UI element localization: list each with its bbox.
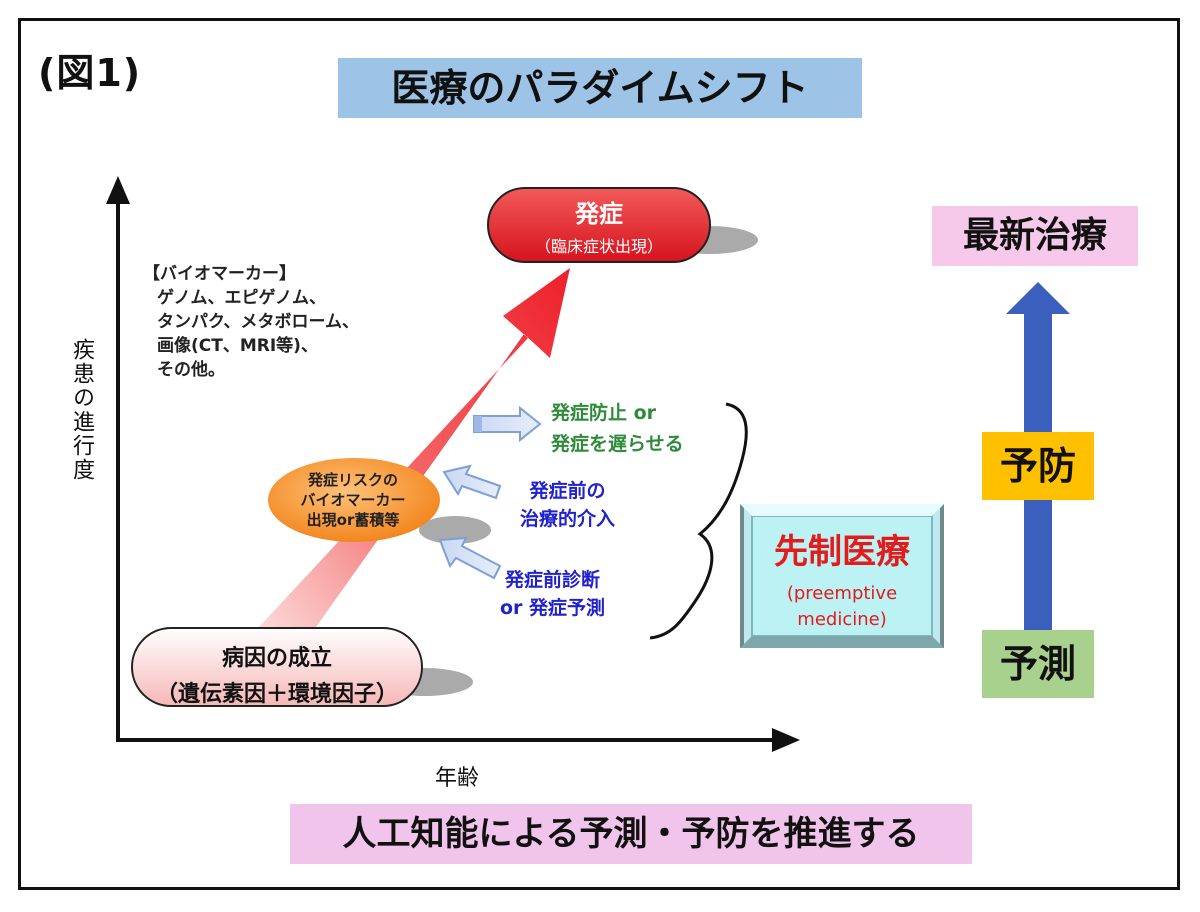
cause-sublabel: （遺伝素因＋環境因子） [155, 682, 398, 707]
risk-ellipse [268, 458, 440, 542]
cause-pill [131, 627, 423, 707]
presymptomatic-treatment-text: 発症前の 治療的介入 [520, 477, 615, 533]
biomarker-item: その他。 [157, 360, 225, 380]
risk-shadow [419, 516, 491, 544]
progression-arrow [258, 268, 570, 658]
x-axis-label: 年齢 [435, 766, 480, 791]
figure-frame [18, 18, 1180, 890]
biomarker-item: ゲノム、エピゲノム、 [157, 288, 326, 308]
biomarker-item: タンパク、メタボローム、 [157, 312, 359, 332]
onset-node: 発症 （臨床症状出現） [488, 188, 710, 262]
arrow-to-prevent [473, 405, 542, 443]
prediction-label: 予測 [982, 630, 1094, 698]
diagnosis-line: 発症前診断 [505, 569, 601, 591]
diagnosis-line: or 発症予測 [500, 597, 606, 619]
onset-sublabel: （臨床症状出現） [534, 237, 663, 256]
preemptive-english: (preemptive medicine) [740, 581, 944, 633]
treatment-line: 発症前の [529, 480, 606, 502]
presymptomatic-diagnosis-text: 発症前診断 or 発症予測 [500, 566, 605, 622]
biomarker-title: 【バイオマーカー】 [143, 264, 296, 284]
latest-treatment-label: 最新治療 [932, 206, 1138, 266]
preemptive-en-line: (preemptive [786, 583, 898, 604]
prevent-onset-text: 発症防止 or 発症を遅らせる [551, 398, 684, 460]
prevent-line: 発症を遅らせる [551, 433, 684, 455]
risk-line: 発症リスクの [307, 471, 398, 489]
cause-label: 病因の成立 [221, 646, 332, 671]
y-axis-label: 疾患の進行度 [69, 338, 94, 482]
curly-brace [649, 402, 748, 640]
biomarker-text: 【バイオマーカー】 ゲノム、エピゲノム、 タンパク、メタボローム、 画像(CT、… [143, 262, 403, 382]
preemptive-title: 先制医療 [774, 532, 910, 572]
treatment-line: 治療的介入 [520, 508, 616, 530]
arrow-from-diagnosis [438, 536, 502, 580]
arrow-from-treatment [442, 464, 502, 500]
diagram-title: 医療のパラダイムシフト [338, 58, 862, 118]
preemptive-medicine-label: 先制医療 (preemptive medicine) [740, 504, 944, 648]
bottom-message: 人工知能による予測・予防を推進する [290, 804, 972, 864]
cause-node: 病因の成立 （遺伝素因＋環境因子） [132, 628, 422, 707]
preemptive-en-line: medicine) [797, 609, 887, 630]
risk-line: 出現or蓄積等 [306, 511, 400, 529]
preemptive-box [740, 504, 944, 648]
x-axis [116, 728, 800, 752]
risk-line: バイオマーカー [300, 491, 406, 509]
prevention-label: 予防 [982, 432, 1094, 500]
onset-pill [487, 187, 711, 263]
prevent-line: 発症防止 or [551, 402, 657, 424]
biomarker-item: 画像(CT、MRI等)、 [157, 336, 318, 356]
figure-label: (図1) [38, 51, 142, 95]
onset-label: 発症 [575, 200, 623, 228]
risk-node: 発症リスクの バイオマーカー 出現or蓄積等 [268, 470, 438, 530]
y-axis [106, 176, 130, 740]
